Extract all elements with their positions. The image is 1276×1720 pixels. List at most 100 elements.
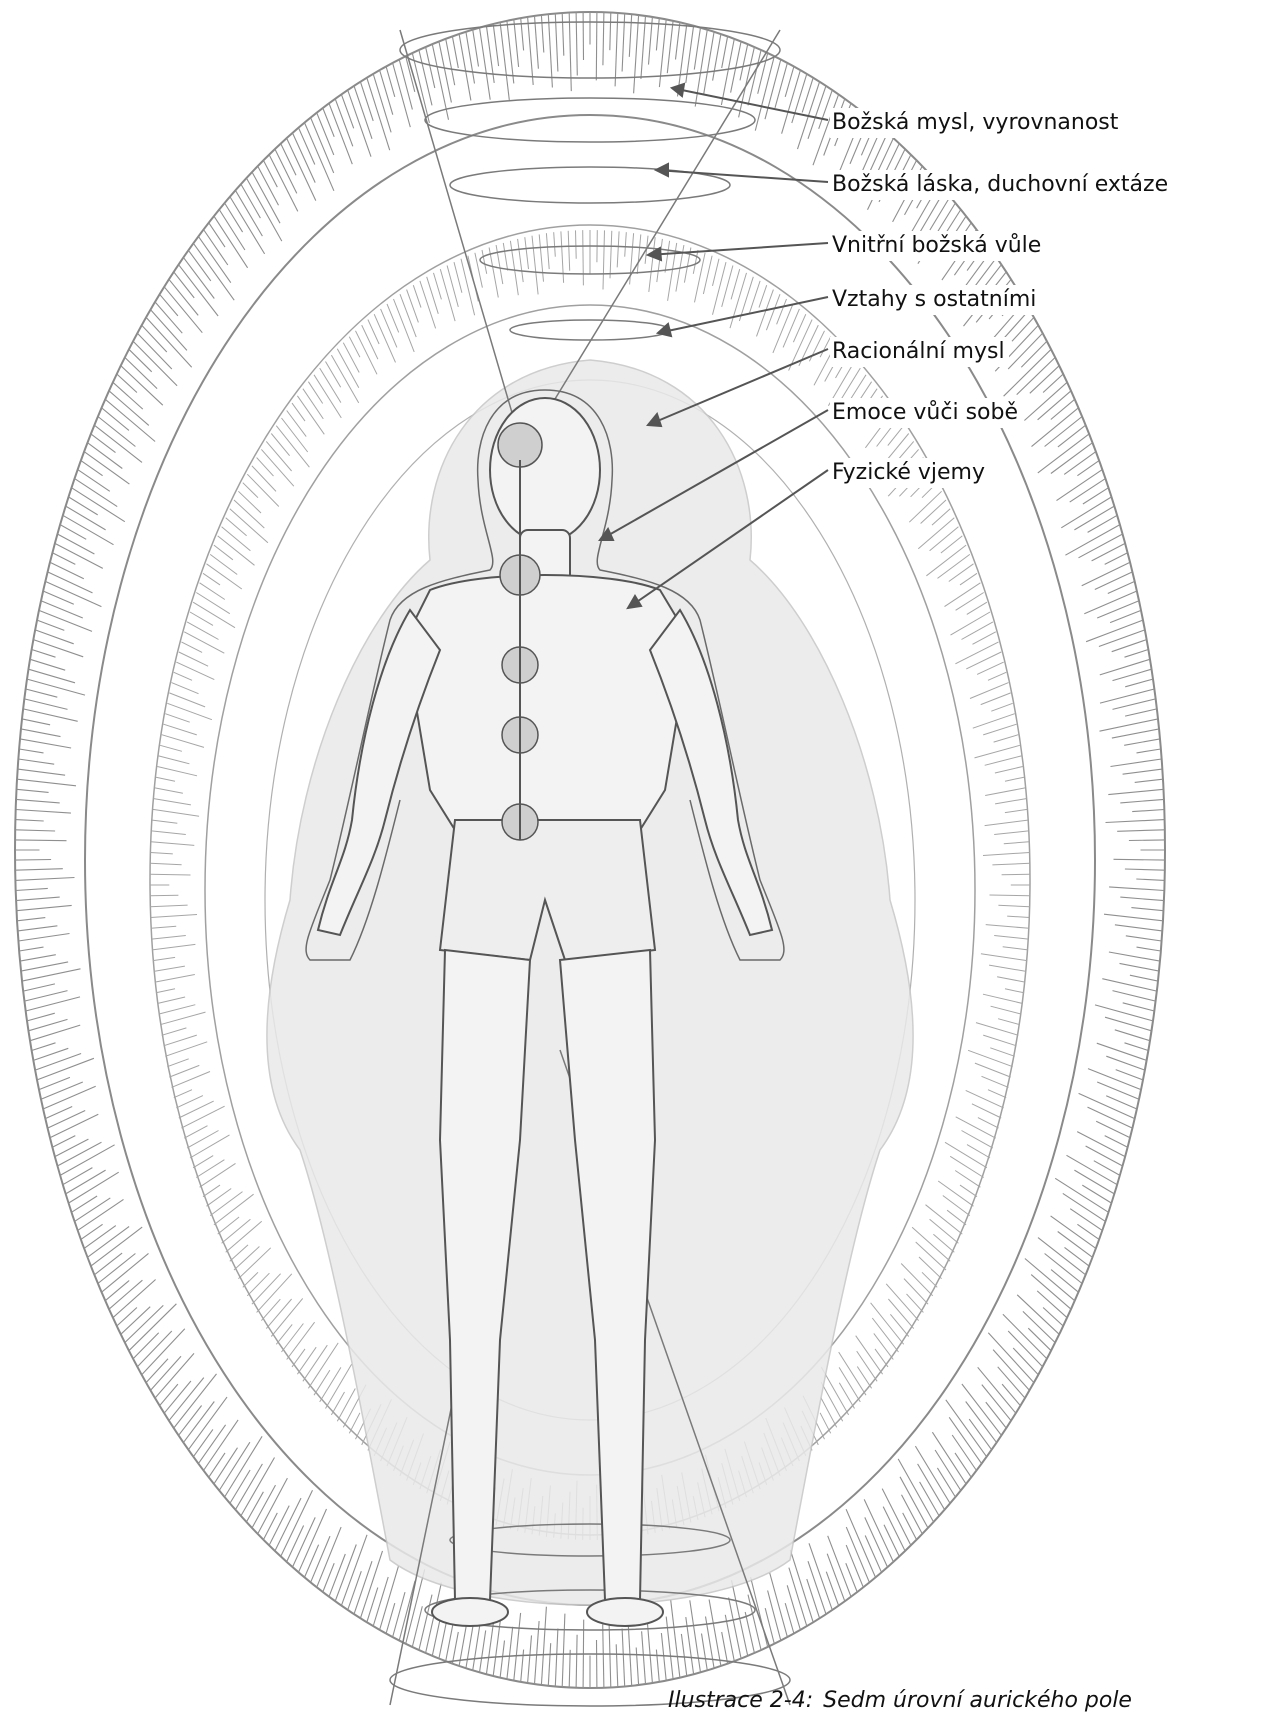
- aura-hatch-line: [541, 1607, 546, 1685]
- aura-hatch-line: [282, 1324, 304, 1353]
- aura-hatch-line: [777, 299, 787, 324]
- aura-hatch-line: [150, 895, 178, 896]
- aura-hatch-line: [57, 534, 94, 554]
- aura-hatch-line: [962, 622, 993, 640]
- aura-hatch-line: [19, 749, 43, 753]
- aura-hatch-line: [1017, 1295, 1059, 1335]
- aura-hatch-line: [142, 1329, 185, 1375]
- aura-hatch-line: [263, 1513, 277, 1540]
- aura-hatch-line: [204, 230, 228, 266]
- aura-hatch-line: [69, 497, 98, 515]
- aura-hatch-line: [41, 601, 83, 618]
- aura-hatch-line: [258, 1478, 288, 1534]
- aura-hatch-line: [271, 434, 289, 456]
- label-physical-sensations: Fyzické vjemy: [830, 458, 989, 488]
- aura-hatch-line: [349, 337, 360, 358]
- aura-hatch-line: [91, 1227, 142, 1266]
- aura-hatch-line: [1097, 1043, 1147, 1060]
- aura-hatch-line: [125, 1305, 164, 1342]
- aura-hatch-line: [381, 309, 397, 348]
- aura-hatch-line: [133, 341, 177, 386]
- aura-hatch-line: [27, 679, 85, 695]
- aura-hatch-line: [1137, 947, 1161, 951]
- aura-hatch-line: [156, 777, 175, 781]
- aura-hatch-line: [1124, 739, 1160, 745]
- aura-hatch-line: [43, 1086, 96, 1109]
- aura-hatch-line: [956, 593, 984, 611]
- aura-hatch-line: [337, 349, 359, 388]
- label-divine-will: Vnitřní božská vůle: [830, 231, 1045, 261]
- aura-hatch-line: [808, 86, 826, 139]
- aura-hatch-line: [1105, 1136, 1128, 1148]
- aura-hatch-line: [681, 1634, 686, 1676]
- aura-hatch-line: [50, 562, 84, 579]
- aura-hatch-line: [988, 1090, 1006, 1098]
- aura-hatch-line: [1043, 1308, 1063, 1327]
- aura-hatch-line: [153, 809, 199, 816]
- aura-hatch-line: [986, 925, 1029, 929]
- aura-hatch-line: [900, 1477, 928, 1528]
- aura-hatch-line: [393, 63, 411, 127]
- label-divine-mind: Božská mysl, vyrovnanost: [830, 108, 1122, 138]
- aura-hatch-line: [955, 1453, 971, 1477]
- aura-hatch-line: [661, 1633, 666, 1681]
- aura-hatch-line: [667, 21, 673, 73]
- aura-hatch-line: [666, 1617, 673, 1680]
- aura-hatch-line: [164, 287, 202, 333]
- aura-hatch-line: [151, 915, 198, 918]
- aura-hatch-line: [154, 966, 185, 971]
- aura-hatch-line: [439, 41, 452, 102]
- aura-hatch-line: [275, 1498, 301, 1551]
- aura-hatch-line: [730, 273, 747, 328]
- aura-hatch-line: [1112, 729, 1159, 738]
- aura-hatch-line: [1123, 769, 1163, 774]
- aura-hatch-line: [368, 320, 379, 344]
- aura-hatch-line: [997, 977, 1025, 982]
- aura-hatch-line: [960, 1185, 977, 1197]
- aura-hatch-line: [1125, 869, 1165, 870]
- aura-hatch-line: [1003, 947, 1028, 950]
- aura-hatch-line: [193, 1429, 213, 1456]
- aura-hatch-line: [214, 1448, 238, 1484]
- aura-hatch-line: [326, 362, 341, 388]
- aura-hatch-line: [821, 1398, 837, 1428]
- aura-hatch-line: [39, 610, 92, 631]
- aura-hatch-line: [1116, 1070, 1143, 1080]
- aura-hatch-line: [419, 50, 432, 106]
- aura-hatch-line: [1110, 610, 1141, 622]
- aura-hatch-line: [1106, 1096, 1137, 1109]
- aura-hatch-line: [983, 853, 1030, 856]
- aura-hatch-line: [569, 13, 571, 92]
- aura-hatch-line: [160, 745, 182, 751]
- aura-hatch-line: [930, 1219, 959, 1243]
- aura-hatch-line: [380, 1566, 399, 1630]
- aura-hatch-line: [1070, 1209, 1102, 1231]
- aura-hatch-line: [75, 1198, 111, 1222]
- aura-hatch-line: [155, 1353, 194, 1398]
- aura-hatch-line: [539, 234, 543, 281]
- aura-hatch-line: [184, 1126, 207, 1139]
- aura-hatch-line: [394, 299, 415, 352]
- aura-hatch-line: [247, 474, 278, 506]
- aura-hatch-line: [1132, 810, 1164, 812]
- aura-hatch-line: [1109, 952, 1160, 961]
- aura-hatch-line: [562, 13, 564, 56]
- aura-hatch-line: [1135, 779, 1163, 782]
- aura-hatch-line: [978, 1118, 999, 1129]
- aura-hatch-line: [713, 259, 720, 286]
- aura-hatch-line: [26, 689, 58, 697]
- aura-hatch-line: [55, 1139, 89, 1157]
- aura-hatch-line: [1109, 887, 1164, 891]
- aura-hatch-line: [16, 799, 60, 803]
- aura-hatch-line: [181, 1106, 224, 1128]
- aura-hatch-line: [1099, 630, 1145, 647]
- aura-hatch-line: [722, 1632, 728, 1664]
- aura-hatch-line: [561, 231, 564, 282]
- aura-hatch-line: [15, 878, 74, 881]
- aura-hatch-line: [986, 1402, 1007, 1428]
- aura-hatch-line: [702, 1634, 708, 1671]
- aura-hatch-line: [826, 1572, 838, 1606]
- aura-hatch-line: [1002, 874, 1030, 875]
- aura-hatch-line: [16, 897, 60, 901]
- aura-hatch-line: [329, 1554, 345, 1597]
